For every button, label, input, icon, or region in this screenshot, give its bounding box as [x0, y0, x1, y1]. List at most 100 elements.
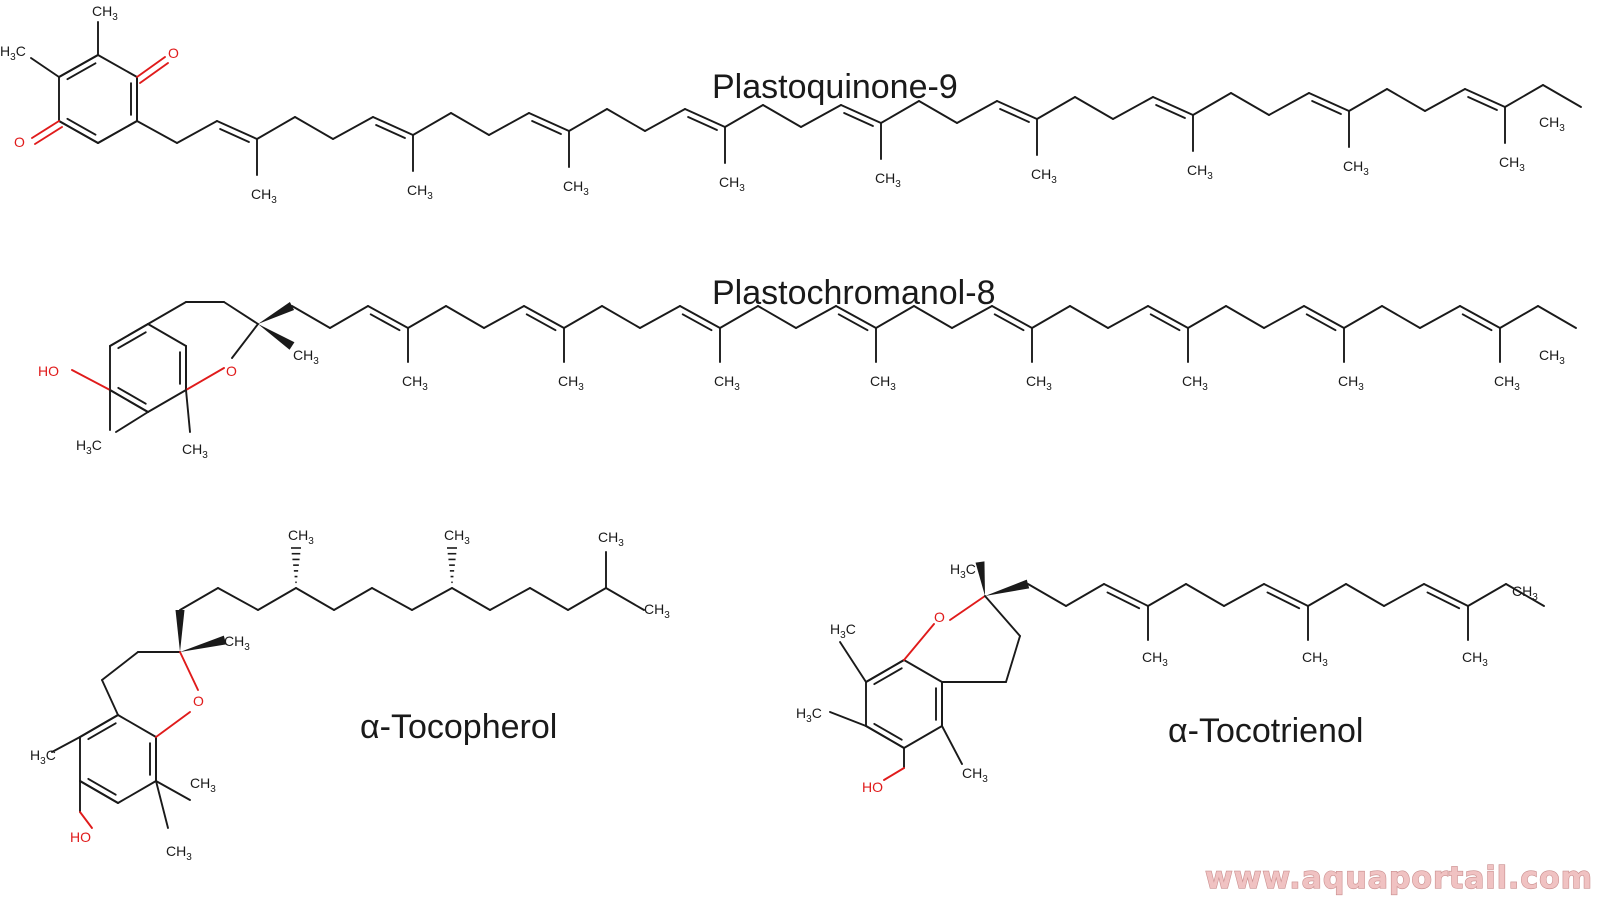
bond-line-62	[1268, 92, 1310, 116]
bond-line-42	[724, 104, 764, 128]
bond-line-66	[1348, 88, 1388, 112]
bond-line-189	[865, 725, 905, 749]
bond-line-94	[185, 389, 191, 433]
plastoquinone-chain-methyl-8: CH3	[1499, 154, 1525, 174]
bond-line-213	[1345, 583, 1385, 607]
bond-line-39	[684, 108, 726, 128]
bond-line-112	[719, 305, 759, 329]
bond-line-154	[79, 780, 119, 804]
bond-line-160	[155, 711, 191, 738]
tocotrienol-chain-methyl-2: CH3	[1462, 649, 1488, 669]
plastoquinone-chain-methyl-4: CH3	[875, 170, 901, 190]
bond-line-13	[136, 56, 166, 78]
tocotrienol-chain-methyl-0: CH3	[1142, 649, 1168, 669]
plastochromanol-hydroxyl: HO	[38, 363, 59, 379]
plastochromanol-chain-methyl-7: CH3	[1494, 373, 1520, 393]
bond-line-191	[903, 623, 935, 661]
bond-line-115	[835, 305, 877, 329]
tocotrienol-wedge-chain	[985, 579, 1030, 596]
bond-line-140	[1461, 313, 1493, 332]
plastoquinone-chain-methyl-5: CH3	[1031, 166, 1057, 186]
plastochromanol-chain-methyl-6: CH3	[1338, 373, 1364, 393]
bond-line-24	[256, 116, 296, 140]
bond-line-18	[30, 57, 60, 78]
bond-line-170	[333, 587, 373, 611]
molecule-title-plastochromanol: Plastochromanol-8	[712, 274, 995, 312]
plastochromanol-chain-methyl-4: CH3	[1026, 373, 1052, 393]
bond-line-81	[117, 331, 147, 350]
bond-line-144	[117, 714, 157, 738]
bond-line-143	[1537, 305, 1577, 329]
bond-line-132	[1263, 305, 1305, 329]
tocopherol-hash-methyl-2	[447, 547, 457, 584]
tocopherol-wedge-methyl	[180, 635, 227, 652]
bond-line-179	[903, 659, 943, 683]
tocotrienol-quaternary-methyl: H3C	[950, 561, 976, 581]
bond-line-155	[87, 777, 117, 796]
tocopherol-terminal-methyl-top: CH3	[598, 529, 624, 549]
bond-line-58	[1155, 104, 1186, 119]
tocotrienol-terminal-methyl: CH3	[1512, 583, 1538, 603]
plastochromanol-aryl-methyl-right: CH3	[182, 441, 208, 461]
bond-line-218	[1467, 583, 1507, 607]
bond-line-33	[528, 112, 570, 132]
bond-line-6	[58, 54, 99, 78]
bond-line-156	[101, 679, 119, 716]
bond-line-164	[155, 780, 191, 801]
bond-line-63	[1308, 92, 1350, 112]
bond-line-136	[1343, 305, 1383, 329]
plastoquinone-chain-methyl-6: CH3	[1187, 162, 1213, 182]
bond-line-49	[918, 100, 958, 124]
bond-line-16	[34, 126, 63, 145]
bond-line-10	[97, 120, 138, 144]
bond-line-120	[951, 305, 993, 329]
bond-line-181	[903, 725, 943, 749]
bond-line-85	[117, 386, 147, 405]
bond-line-215	[1423, 583, 1469, 607]
bond-line-171	[371, 587, 413, 611]
bond-line-98	[369, 313, 401, 332]
plastochromanol-wedge-chain	[258, 302, 295, 324]
bond-line-192	[949, 595, 986, 621]
bond-line-21	[216, 120, 258, 140]
bond-line-30	[412, 112, 452, 136]
bond-line-174	[489, 587, 531, 611]
bond-line-72	[1504, 84, 1544, 108]
bond-line-124	[1031, 305, 1071, 329]
bond-line-97	[367, 305, 409, 329]
bond-line-122	[993, 313, 1025, 332]
plastochromanol-chain-methyl-5: CH3	[1182, 373, 1208, 393]
plastochromanol-quaternary-methyl: CH3	[293, 347, 319, 367]
bond-line-161	[51, 736, 81, 753]
molecule-title-tocopherol: α-Tocopherol	[360, 708, 557, 746]
tocopherol-aryl-methyl-bottom: CH3	[166, 843, 192, 863]
bond-line-64	[1311, 100, 1342, 115]
plastoquinone-chain-methyl-1: CH3	[407, 182, 433, 202]
bond-line-190	[873, 722, 903, 741]
tocotrienol-chain-methyl-1: CH3	[1302, 649, 1328, 669]
bond-line-200	[941, 725, 963, 765]
bond-line-56	[1112, 96, 1154, 120]
bond-line-163	[79, 811, 93, 829]
bond-line-45	[840, 104, 882, 124]
bond-line-48	[880, 100, 920, 124]
bond-line-178	[605, 587, 645, 611]
bond-line-159	[179, 651, 199, 691]
bond-line-32	[488, 112, 530, 136]
bond-line-197	[829, 711, 867, 727]
bond-line-216	[1426, 591, 1461, 610]
bond-line-108	[639, 305, 681, 329]
bond-line-76	[147, 389, 187, 413]
watermark-text: www.aquaportail.com	[1205, 861, 1593, 896]
bond-line-133	[1303, 305, 1345, 329]
bond-line-15	[31, 120, 60, 139]
bond-line-36	[568, 108, 608, 132]
bond-line-146	[117, 780, 157, 804]
plastochromanol-wedge-methyl	[258, 324, 295, 350]
bond-line-137	[1381, 305, 1421, 329]
bond-line-102	[483, 305, 525, 329]
bond-line-167	[217, 587, 259, 611]
bond-line-0	[97, 54, 138, 78]
bond-line-57	[1152, 96, 1194, 116]
bond-line-116	[837, 313, 869, 332]
